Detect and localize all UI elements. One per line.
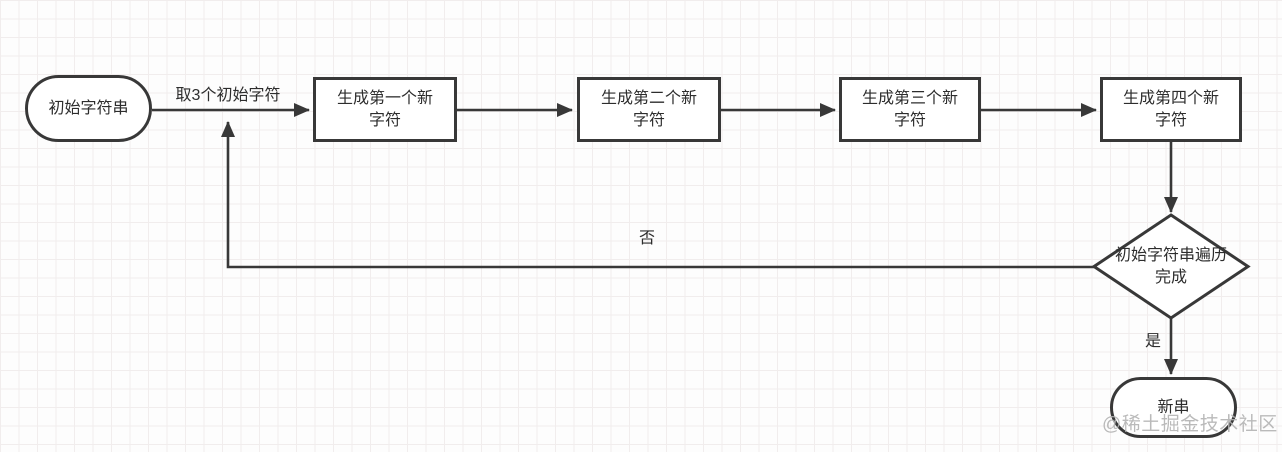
flow-node-gen4: 生成第四个新 字符 [1100,77,1242,142]
flow-node-gen3: 生成第三个新 字符 [839,77,981,142]
flow-node-gen1: 生成第一个新 字符 [313,77,457,142]
flow-node-start: 初始字符串 [25,75,152,142]
watermark-text: @稀土掘金技术社区 [1102,414,1278,435]
edge-label-yes: 是 [1144,333,1161,350]
flow-node-gen2: 生成第二个新 字符 [577,77,721,142]
edge-label-no: 否 [638,230,655,247]
edge-label-take3: 取3个初始字符 [175,87,281,104]
edge-check-no-loop [221,121,1094,269]
decision-diamond-shape [1091,213,1251,320]
flow-node-check-label: 初始字符串遍历 完成 [1114,247,1227,286]
flow-node-end: 新串 [1110,377,1237,438]
